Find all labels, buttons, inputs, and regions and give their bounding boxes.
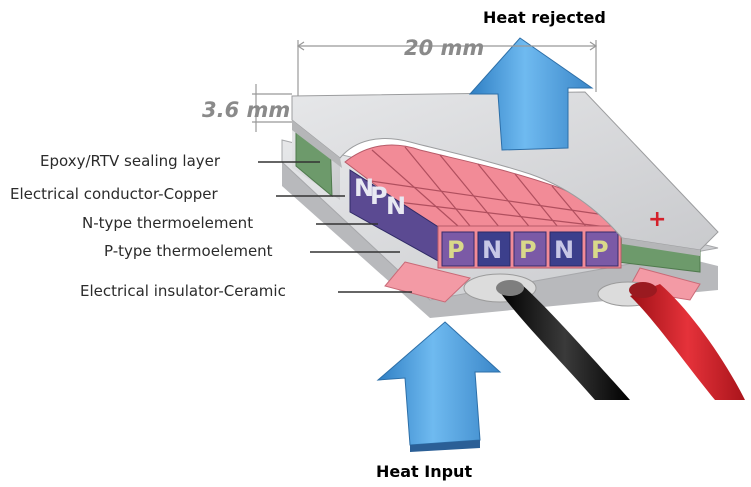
height-dimension-label: 3.6 mm (202, 98, 291, 122)
negative-wire (500, 283, 630, 400)
top-ceramic-plate (291, 91, 719, 256)
label-copper-conductor: Electrical conductor-Copper (10, 185, 218, 203)
element-p-1: P (447, 236, 465, 264)
heat-rejected-arrow (468, 37, 594, 151)
positive-wire (630, 284, 745, 400)
heat-rejected-label: Heat rejected (483, 8, 606, 27)
label-ceramic-insulator: Electrical insulator-Ceramic (80, 282, 286, 300)
label-p-type: P-type thermoelement (104, 242, 273, 260)
height-dimension-lines (252, 84, 292, 132)
label-n-type: N-type thermoelement (82, 214, 254, 232)
element-p-3: P (591, 236, 609, 264)
label-leader-lines (258, 161, 412, 293)
top-copper-conductor (344, 144, 627, 239)
heat-input-arrow (376, 321, 502, 452)
thermoelement-row: P N P N P N P N (349, 169, 622, 269)
polarity-plus-sign: + (648, 207, 666, 232)
width-dimension-lines (296, 40, 598, 96)
element-n-1: N (482, 236, 502, 264)
label-epoxy-sealing: Epoxy/RTV sealing layer (40, 152, 221, 170)
element-p-2: P (519, 236, 537, 264)
svg-text:N: N (386, 192, 406, 220)
svg-text:P: P (370, 182, 388, 210)
heat-input-label: Heat Input (376, 462, 473, 481)
element-n-2: N (554, 236, 574, 264)
width-dimension-label: 20 mm (404, 36, 485, 60)
svg-text:N: N (354, 174, 374, 202)
